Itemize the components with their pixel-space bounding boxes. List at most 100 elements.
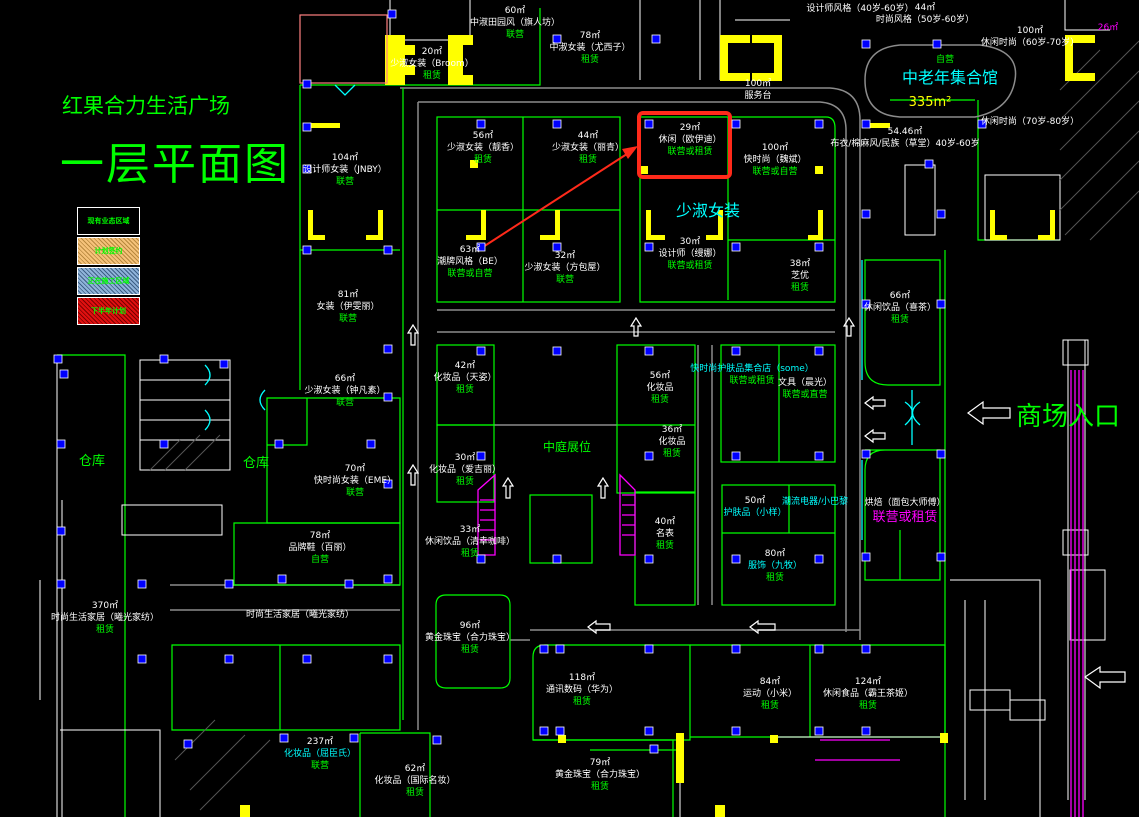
room-label: 休闲时尚（70岁-80岁） [981,116,1079,128]
room-area: 78㎡ [309,531,331,541]
room-area: 30㎡ [679,237,701,247]
hatched-areas [149,40,1139,811]
column-marker [936,552,946,562]
room-name: 化妆品（屈臣氏） [283,749,357,759]
room-name: 芝优 [790,271,810,281]
room-name: 护肤品（小样） [723,508,787,518]
room-name: 设计师（缦娜） [658,249,722,259]
room-area: 80㎡ [764,549,786,559]
room-area: 36㎡ [661,425,683,435]
column-marker [936,209,946,219]
room-name: 文具（晨光） [777,378,833,388]
room-area: 81㎡ [337,290,359,300]
room-name: 中淑女装（尤西子） [549,43,631,53]
room-name: 运动（小米） [742,689,798,699]
room-area: 79㎡ [589,758,611,768]
column-marker [224,654,234,664]
column-marker [936,449,946,459]
column-marker [383,654,393,664]
room-name: 烘焙（面包大师傅） [864,498,946,508]
direction-arrows [406,316,1126,690]
column-marker [476,554,486,564]
column-marker [731,554,741,564]
room-area: 96㎡ [459,621,481,631]
legend-item-planned: 计划签约 [77,237,140,265]
room-area: 237㎡ [306,737,334,747]
column-marker [814,242,824,252]
column-marker [814,644,824,654]
legend-item-next-half: 下半年计划 [77,297,140,325]
column-marker [53,354,63,364]
room-name: 通讯数码（华为） [545,685,619,695]
column-marker [731,644,741,654]
room-mode: 联营或自营 [752,167,798,177]
structural-columns [53,9,987,754]
column-marker [277,574,287,584]
column-marker [861,209,871,219]
room-area: 29㎡ [679,123,701,133]
room-label: 文具（晨光）联营或直营 [778,377,832,401]
column-marker [476,119,486,129]
room-area: 62㎡ [404,764,426,774]
room-area: 33㎡ [459,525,481,535]
room-name: 少淑女装（方包屋） [524,263,606,273]
room-name: 休闲饮品（清幸咖啡） [424,537,516,547]
room-name: 休闲饮品（喜茶） [863,303,937,313]
column-marker [383,392,393,402]
room-label: 快时尚护肤品集合店（some）联营或租赁 [690,363,814,387]
column-marker [861,644,871,654]
mall-entrance-label: 商场入口 [1016,402,1121,432]
room-mode: 联营或自营 [447,269,493,279]
room-name: 服务台 [744,91,772,101]
room-name: 少淑女装（Broom） [390,59,474,69]
room-area: 118㎡ [568,673,596,683]
yellow-cores [240,35,1095,817]
column-marker [644,726,654,736]
column-marker [476,451,486,461]
escalators [477,370,1084,817]
room-area: 56㎡ [649,371,671,381]
column-marker [555,644,565,654]
room-area: 44㎡ [577,131,599,141]
column-marker [476,346,486,356]
room-name: 快时尚护肤品集合店（some） [690,364,814,374]
room-area: 124㎡ [854,677,882,687]
plan-subtitle: 一层平面图 [60,139,290,190]
room-name: 时尚生活家居（曦光家纺） [245,610,355,620]
corridor-lines [170,87,861,730]
room-name: 中淑田园风（旗人坊） [469,18,561,28]
room-label: 烘焙（面包大师傅）联营或租赁 [864,497,945,527]
room-area: 66㎡ [334,374,356,384]
column-marker [432,735,442,745]
room-name: 化妆品（国际名妆） [374,776,456,786]
room-label: 设计师风格（40岁-60岁） [806,3,913,15]
room-mode: 联营 [505,30,525,40]
column-marker [644,242,654,252]
room-name: 化妆品（爱吉丽） [428,465,502,475]
room-mode: 租赁 [95,625,115,635]
room-outlines [57,8,1060,817]
room-name: 化妆品（天姿） [433,373,497,383]
column-marker [552,554,562,564]
room-mode: 租赁 [422,71,441,81]
room-label: 时尚生活家居（曦光家纺） [246,609,354,621]
room-name: 快时尚女装（EME） [313,476,397,486]
column-marker [183,739,193,749]
